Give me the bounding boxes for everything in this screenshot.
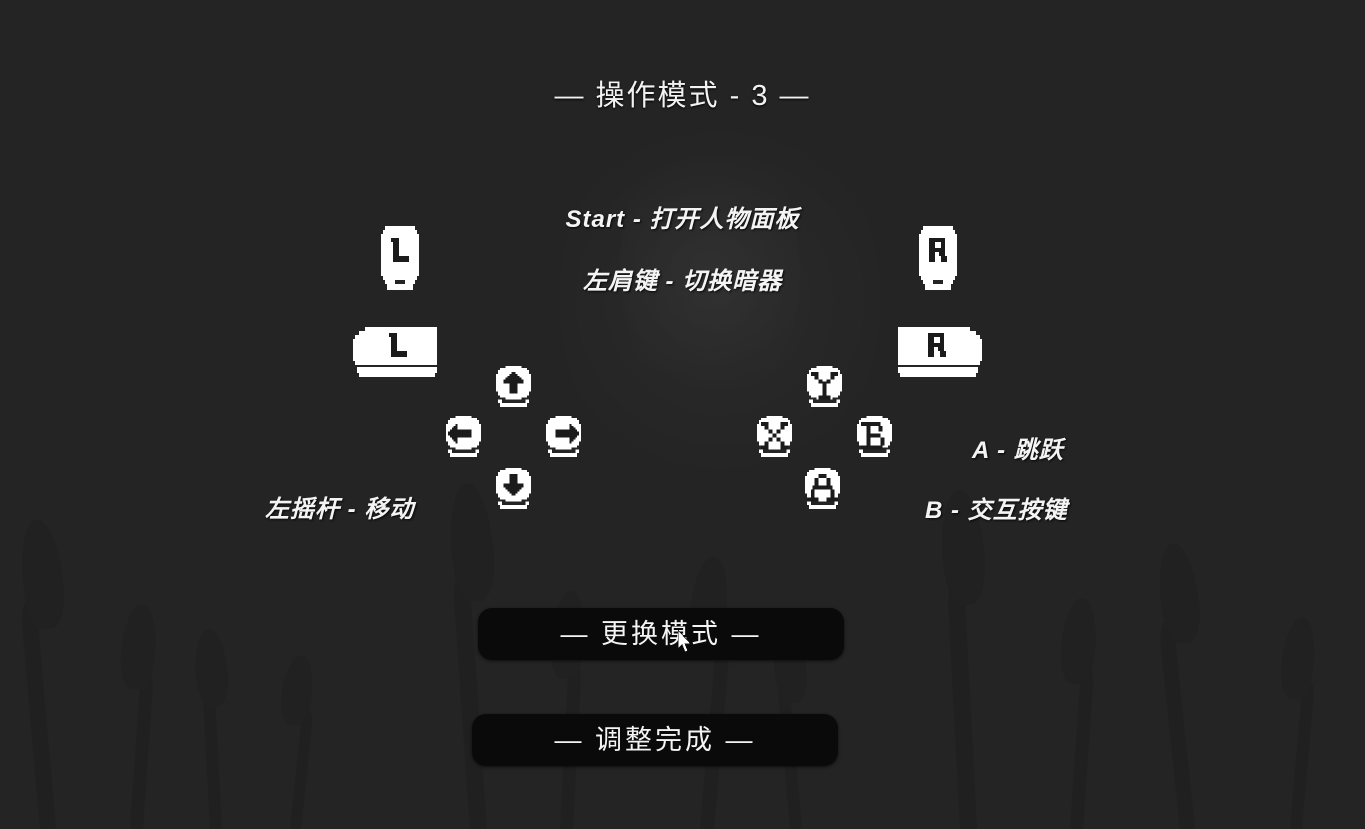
dpad-left-icon — [440, 414, 487, 461]
hint-left-bumper: 左肩键 - 切换暗器 — [582, 268, 783, 295]
face-button-y-icon — [801, 364, 848, 411]
left-trigger-icon — [381, 226, 419, 302]
face-button-b-icon — [851, 414, 898, 461]
confirm-button[interactable]: — 调整完成 — — [472, 714, 838, 766]
hint-b-button: B - 交互按键 — [925, 497, 1068, 524]
dpad-up-icon — [490, 364, 537, 411]
face-button-a-icon — [799, 466, 846, 513]
hint-start-button: Start - 打开人物面板 — [565, 206, 800, 233]
face-button-x-icon — [751, 414, 798, 461]
right-trigger-icon — [919, 226, 957, 302]
hint-left-stick: 左摇杆 - 移动 — [265, 496, 415, 523]
hint-a-button: A - 跳跃 — [972, 437, 1064, 464]
dpad-right-icon — [540, 414, 587, 461]
left-bumper-icon — [353, 327, 441, 379]
right-bumper-icon — [894, 327, 982, 379]
dpad-down-icon — [490, 466, 537, 513]
change-mode-button[interactable]: — 更换模式 — — [478, 608, 844, 660]
page-title: — 操作模式 - 3 — — [554, 80, 811, 112]
